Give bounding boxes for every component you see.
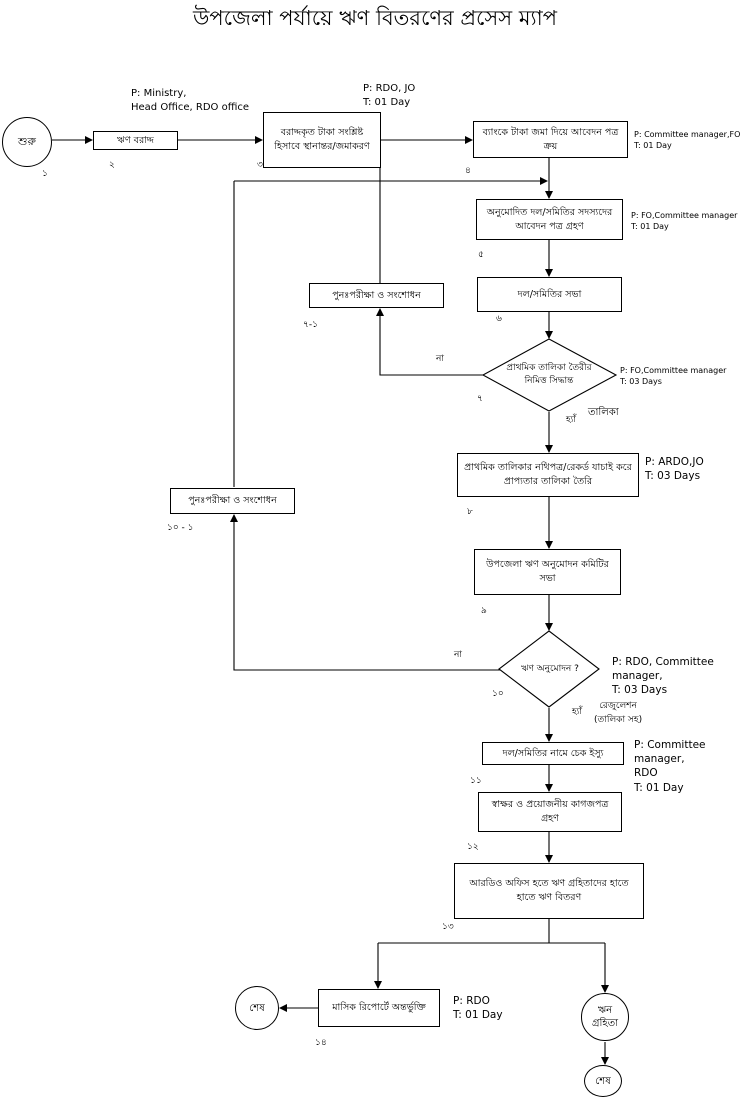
annotation-step-11: P: Committee manager, RDO T: 01 Day [634,739,706,794]
step-5-label: অনুমোদিত দল/সমিতির সদস্যদের আবেদন পত্র গ… [486,206,613,232]
annotation-step-4: P: Committee manager,FO T: 01 Day [634,130,741,151]
edge-label-yes-10: হ্যাঁ [572,707,582,717]
decision-7-diamond [481,338,618,412]
decision-10-diamond [498,630,600,708]
edge-label-yes-7: হ্যাঁ [566,415,576,425]
step-6-box: দল/সমিতির সভা [477,277,622,312]
step-10-1-box: পুনঃপরীক্ষা ও সংশোধন [170,488,295,514]
step-number-14: ১৪ [315,1038,327,1048]
borrower-node-label: ঋন গ্রহিতা [591,1005,618,1029]
step-6-label: দল/সমিতির সভা [517,288,582,300]
step-number-1: ১ [42,169,48,179]
end-node-1-label: শেষ [249,1002,265,1014]
annotation-step-8: P: ARDO,JO T: 03 Days [645,456,704,483]
end-node-1: শেষ [235,986,279,1030]
borrower-node: ঋন গ্রহিতা [581,993,629,1041]
step-11-box: দল/সমিতির নামে চেক ইস্যু [482,742,624,765]
annotation-step-5: P: FO,Committee manager T: 01 Day [631,211,738,232]
annotation-step-10: P: RDO, Committee manager, T: 03 Days [612,656,714,697]
step-5-box: অনুমোদিত দল/সমিতির সদস্যদের আবেদন পত্র গ… [476,199,623,240]
step-7-1-box: পুনঃপরীক্ষা ও সংশোধন [309,283,444,308]
step-13-label: আরডিও অফিস হতে ঋণ গ্রহিতাদের হাতে হাতে ঋ… [469,878,629,903]
step-number-10: ১০ [492,689,504,699]
annotation-step-7: P: FO,Committee manager T: 03 Days [620,366,727,387]
step-11-label: দল/সমিতির নামে চেক ইস্যু [502,747,604,759]
step-number-9: ৯ [481,606,487,616]
edge-label-no-10: না [454,650,462,660]
step-7-1-label: পুনঃপরীক্ষা ও সংশোধন [332,289,421,301]
step-3-box: বরাদ্দকৃত টাকা সংশ্লিষ্ট হিসাবে স্থানান্… [263,112,381,168]
annotation-step-3: P: RDO, JO T: 01 Day [363,83,416,108]
step-10-1-label: পুনঃপরীক্ষা ও সংশোধন [188,495,277,507]
step-4-box: ব্যাংকে টাকা জমা দিয়ে আবেদন পত্র ক্রয় [473,121,628,158]
step-12-label: স্বাক্ষর ও প্রয়োজনীয় কাগজপত্র গ্রহণ [491,799,609,824]
edge-label-no-7: না [436,354,444,364]
step-number-10-1: ১০ - ১ [167,523,194,533]
step-number-7: ৭ [477,394,483,404]
annotation-step-2: P: Ministry, Head Office, RDO office [131,88,250,113]
end-node-2: শেষ [584,1065,622,1097]
step-number-8: ৮ [467,507,473,517]
step-number-13: ১৩ [442,922,454,932]
step-number-3: ৩ [257,160,263,170]
start-node: শুরু [2,117,52,167]
decision-10-text: ঋণ অনুমোদন ? [504,659,596,679]
step-number-6: ৬ [496,314,502,324]
step-2-label: ঋণ বরাদ্দ [117,134,154,146]
step-number-4: ৪ [465,166,471,176]
step-9-box: উপজেলা ঋণ অনুমোদন কমিটির সভা [474,549,621,595]
step-12-box: স্বাক্ষর ও প্রয়োজনীয় কাগজপত্র গ্রহণ [478,792,622,832]
decision-7-label: প্রাথমিক তালিকা তৈরীর নিমিত্ত সিদ্ধান্ত [506,363,592,386]
step-number-5: ৫ [478,250,484,260]
step-number-7-1: ৭-১ [303,320,318,330]
step-3-label: বরাদ্দকৃত টাকা সংশ্লিষ্ট হিসাবে স্থানান্… [274,127,370,152]
edge-label-list-7: তালিকা [588,407,619,418]
step-13-box: আরডিও অফিস হতে ঋণ গ্রহিতাদের হাতে হাতে ঋ… [454,863,644,919]
step-8-box: প্রাথমিক তালিকার নথিপত্র/রেকর্ড যাচাই কর… [457,453,639,497]
page-title: উপজেলা পর্যায়ে ঋণ বিতরণের প্রসেস ম্যাপ [193,6,557,30]
step-number-11: ১১ [470,776,482,786]
start-node-label: শুরু [18,134,36,148]
decision-10-label: ঋণ অনুমোদন ? [521,663,579,674]
step-4-label: ব্যাংকে টাকা জমা দিয়ে আবেদন পত্র ক্রয় [482,126,619,152]
step-14-box: মাসিক রিপোর্টে অন্তর্ভুক্তি [318,989,440,1027]
step-14-label: মাসিক রিপোর্টে অন্তর্ভুক্তি [332,1002,426,1014]
end-node-2-label: শেষ [595,1075,611,1087]
step-2-box: ঋণ বরাদ্দ [93,131,178,150]
step-number-2: ২ [109,160,115,170]
step-number-12: ১২ [467,842,479,852]
edge-label-resolution-10: রেজুলেশন (তালিকা সহ) [594,701,643,725]
step-8-label: প্রাথমিক তালিকার নথিপত্র/রেকর্ড যাচাই কর… [464,462,632,487]
decision-7-text: প্রাথমিক তালিকা তৈরীর নিমিত্ত সিদ্ধান্ত [488,355,610,395]
annotation-step-14: P: RDO T: 01 Day [453,995,503,1022]
step-9-label: উপজেলা ঋণ অনুমোদন কমিটির সভা [486,559,609,584]
